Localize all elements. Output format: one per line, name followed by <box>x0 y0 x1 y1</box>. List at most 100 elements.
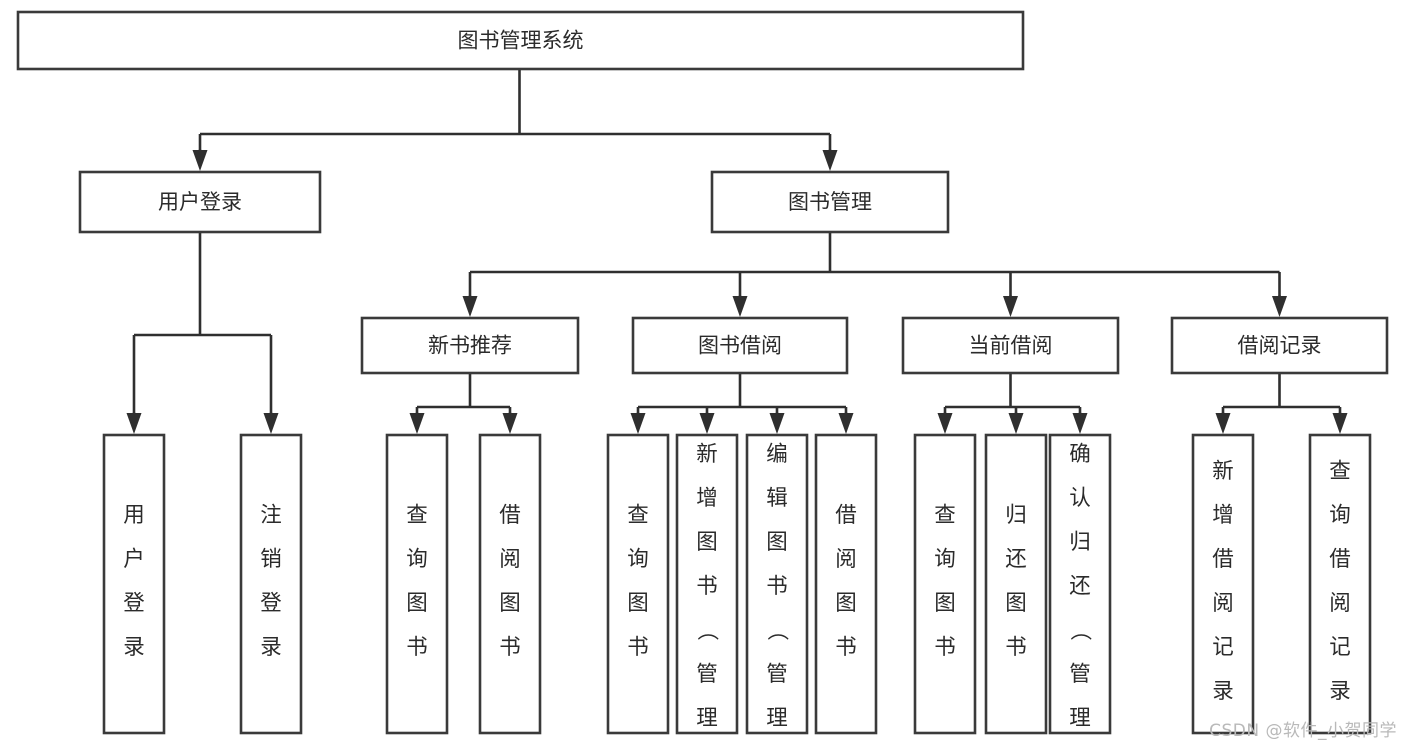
leaf-label-char: 借 <box>1329 547 1351 572</box>
leaf-node-1[interactable]: 用户登录用户登录 <box>91 0 177 735</box>
leaf-label-char: 新 <box>1212 459 1234 484</box>
leaf-label-char: 确 <box>1069 442 1091 467</box>
leaf-label-char: 书 <box>627 635 649 660</box>
leaf-label-char: 户 <box>123 547 145 572</box>
level3-node-label: 当前借阅 <box>969 334 1053 358</box>
arrow-head-icon <box>769 413 785 434</box>
leaf-node-box[interactable] <box>239 433 303 735</box>
leaf-label-char: 借 <box>835 503 857 528</box>
leaf-label-char: 用 <box>123 503 145 528</box>
leaf-node-box[interactable] <box>385 433 449 735</box>
level2-node-2[interactable]: 图书管理 <box>710 170 950 234</box>
leaf-label-char: 管 <box>766 662 788 687</box>
arrow-head-icon <box>732 296 748 317</box>
leaf-label-char: 查 <box>406 503 428 528</box>
connector-layer <box>126 69 1348 434</box>
leaf-label-char: 图 <box>1005 591 1027 616</box>
leaf-label-char: 图 <box>499 591 521 616</box>
leaf-node-box[interactable] <box>984 433 1048 735</box>
leaf-node-3[interactable]: 查询图书查询图书 <box>374 0 460 735</box>
watermark-text: CSDN @软件_小贺同学 <box>1209 721 1397 741</box>
root-node-box[interactable] <box>16 10 1025 71</box>
leaf-node-5[interactable]: 查询图书查询图书 <box>595 0 681 735</box>
leaf-label-char: 理 <box>766 706 788 731</box>
leaf-label-char: 图 <box>835 591 857 616</box>
leaf-node-box[interactable] <box>1048 433 1112 735</box>
level3-node-box[interactable] <box>1170 316 1389 375</box>
level3-node-2[interactable]: 图书借阅 <box>631 316 849 375</box>
leaf-label-char: 书 <box>934 635 956 660</box>
leaf-label-char: 管 <box>696 662 718 687</box>
leaf-label-char: 书 <box>835 635 857 660</box>
leaf-label-char: 归 <box>1005 503 1027 528</box>
leaf-node-box[interactable] <box>675 433 739 735</box>
level3-node-box[interactable] <box>360 316 580 375</box>
leaf-node-13[interactable]: 查询借阅记录查询借阅记录 <box>1275 0 1404 735</box>
arrow-head-icon <box>263 413 279 434</box>
leaf-node-box[interactable] <box>745 433 809 735</box>
level2-node-label: 图书管理 <box>788 190 872 214</box>
leaf-label-char: 借 <box>1212 547 1234 572</box>
root-node-1[interactable]: 图书管理系统 <box>16 10 1025 71</box>
leaf-label-char: 询 <box>406 547 428 572</box>
leaf-label-char: 阅 <box>1212 591 1234 616</box>
leaf-node-2[interactable]: 注销登录注销登录 <box>228 0 314 735</box>
leaf-label-char: 询 <box>934 547 956 572</box>
leaf-node-box[interactable] <box>478 433 542 735</box>
leaf-node-4[interactable]: 借阅图书借阅图书 <box>467 0 553 735</box>
leaf-label-char: 新 <box>696 442 718 467</box>
leaf-label-char: 归 <box>1069 530 1091 555</box>
leaf-node-12[interactable]: 新增借阅记录新增借阅记录 <box>1158 0 1287 735</box>
leaf-label-char: 阅 <box>499 547 521 572</box>
leaf-label-char: 录 <box>1329 679 1351 704</box>
level3-node-1[interactable]: 新书推荐 <box>360 316 580 375</box>
arrow-head-icon <box>1072 413 1088 434</box>
arrow-head-icon <box>409 413 425 434</box>
leaf-label-char: 认 <box>1069 486 1091 511</box>
leaf-label-char: 登 <box>260 591 282 616</box>
leaf-label-char: 理 <box>696 706 718 731</box>
leaf-label-char: 登 <box>123 591 145 616</box>
leaf-label-char: 记 <box>1212 635 1234 660</box>
arrow-head-icon <box>1008 413 1024 434</box>
leaf-node-box[interactable] <box>102 433 166 735</box>
arrow-head-icon <box>838 413 854 434</box>
node-layer: 图书管理系统用户登录图书管理新书推荐图书借阅当前借阅借阅记录用户登录用户登录注销… <box>16 0 1404 747</box>
arrow-head-icon <box>822 150 838 171</box>
leaf-label-char: 书 <box>696 574 718 599</box>
leaf-node-box[interactable] <box>606 433 670 735</box>
level2-node-box[interactable] <box>710 170 950 234</box>
leaf-label-char: 查 <box>1329 459 1351 484</box>
leaf-node-box[interactable] <box>1191 433 1255 735</box>
level3-node-4[interactable]: 借阅记录 <box>1170 316 1389 375</box>
leaf-label-char: 查 <box>934 503 956 528</box>
leaf-node-box[interactable] <box>1308 433 1372 735</box>
leaf-label-char: 图 <box>627 591 649 616</box>
level3-node-box[interactable] <box>901 316 1120 375</box>
level2-node-box[interactable] <box>78 170 322 234</box>
level3-node-label: 新书推荐 <box>428 334 512 358</box>
leaf-label-char: 还 <box>1005 547 1027 572</box>
leaf-node-10[interactable]: 归还图书归还图书 <box>973 0 1059 735</box>
arrow-head-icon <box>1332 413 1348 434</box>
leaf-label-char: 书 <box>499 635 521 660</box>
leaf-node-8[interactable]: 借阅图书借阅图书 <box>803 0 889 735</box>
leaf-label-char: 图 <box>934 591 956 616</box>
leaf-label-char: 书 <box>766 574 788 599</box>
level3-node-box[interactable] <box>631 316 849 375</box>
arrow-head-icon <box>699 413 715 434</box>
leaf-node-9[interactable]: 查询图书查询图书 <box>902 0 988 735</box>
leaf-node-box[interactable] <box>913 433 977 735</box>
arrow-head-icon <box>1272 296 1287 317</box>
leaf-label-char: 查 <box>627 503 649 528</box>
leaf-node-box[interactable] <box>814 433 878 735</box>
leaf-label-char: 阅 <box>1329 591 1351 616</box>
arrow-head-icon <box>1003 296 1018 317</box>
level3-node-3[interactable]: 当前借阅 <box>901 316 1120 375</box>
arrow-head-icon <box>192 150 208 171</box>
level2-node-1[interactable]: 用户登录 <box>78 170 322 234</box>
leaf-label-char: 增 <box>1212 503 1234 528</box>
